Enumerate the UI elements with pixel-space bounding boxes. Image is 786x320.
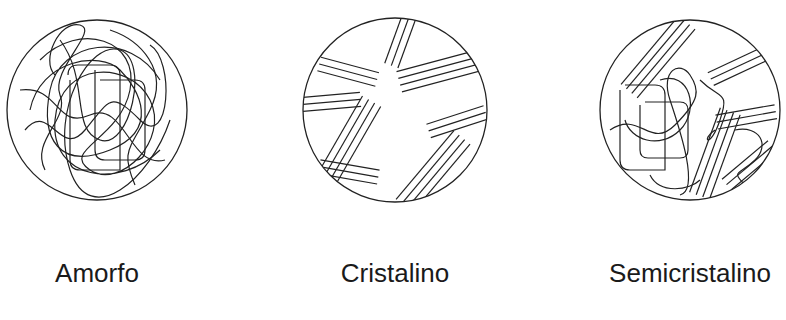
crystalline-lamellae [300, 7, 489, 213]
structure-label: Cristalino [341, 258, 449, 289]
semicrystalline-structure [610, 16, 777, 200]
sample-circle [600, 20, 780, 200]
sample-circle [7, 20, 187, 200]
amorphous-chains [20, 25, 170, 198]
structure-label: Amorfo [55, 258, 139, 289]
structure-label: Semicristalino [609, 258, 771, 289]
sample-circle [303, 18, 487, 202]
